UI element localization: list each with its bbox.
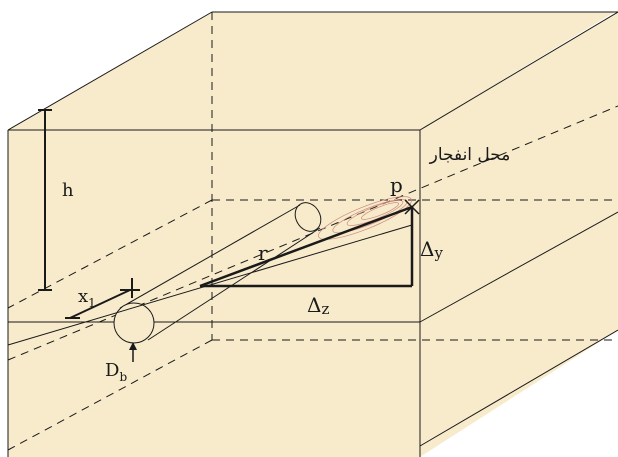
blast-vectors [199,205,414,288]
tunnel-cross-section [113,302,155,344]
h-label: h [62,180,74,201]
dy-label-sub: y [433,244,443,262]
right-face [420,12,618,457]
dy-label: Δy [420,237,443,262]
block-faces [8,10,618,457]
blast-location-label: محل انفجار [429,145,511,165]
db-label-main: D [105,360,119,381]
dz-label-sub: z [321,300,329,318]
dz-label-delta: Δ [307,293,321,317]
h-dimension [38,109,52,291]
r-label: r [258,241,268,265]
db-arrow [129,342,137,362]
x1-label: x1 [78,286,96,310]
blast-point-marker [404,199,420,215]
dz-label: Δz [307,293,329,318]
tunnel-far-end [294,202,322,232]
x1-label-main: x [78,286,88,307]
blast-contours [318,196,412,240]
db-label-sub: b [119,370,127,384]
dy-label-delta: Δ [420,237,434,261]
x1-label-sub: 1 [88,296,96,310]
r-vector [199,205,413,288]
db-label: Db [105,360,127,384]
p-label: p [390,173,403,197]
x1-dimension [65,278,140,319]
top-face [8,10,618,130]
block-edges [7,11,618,457]
front-face [8,130,420,457]
